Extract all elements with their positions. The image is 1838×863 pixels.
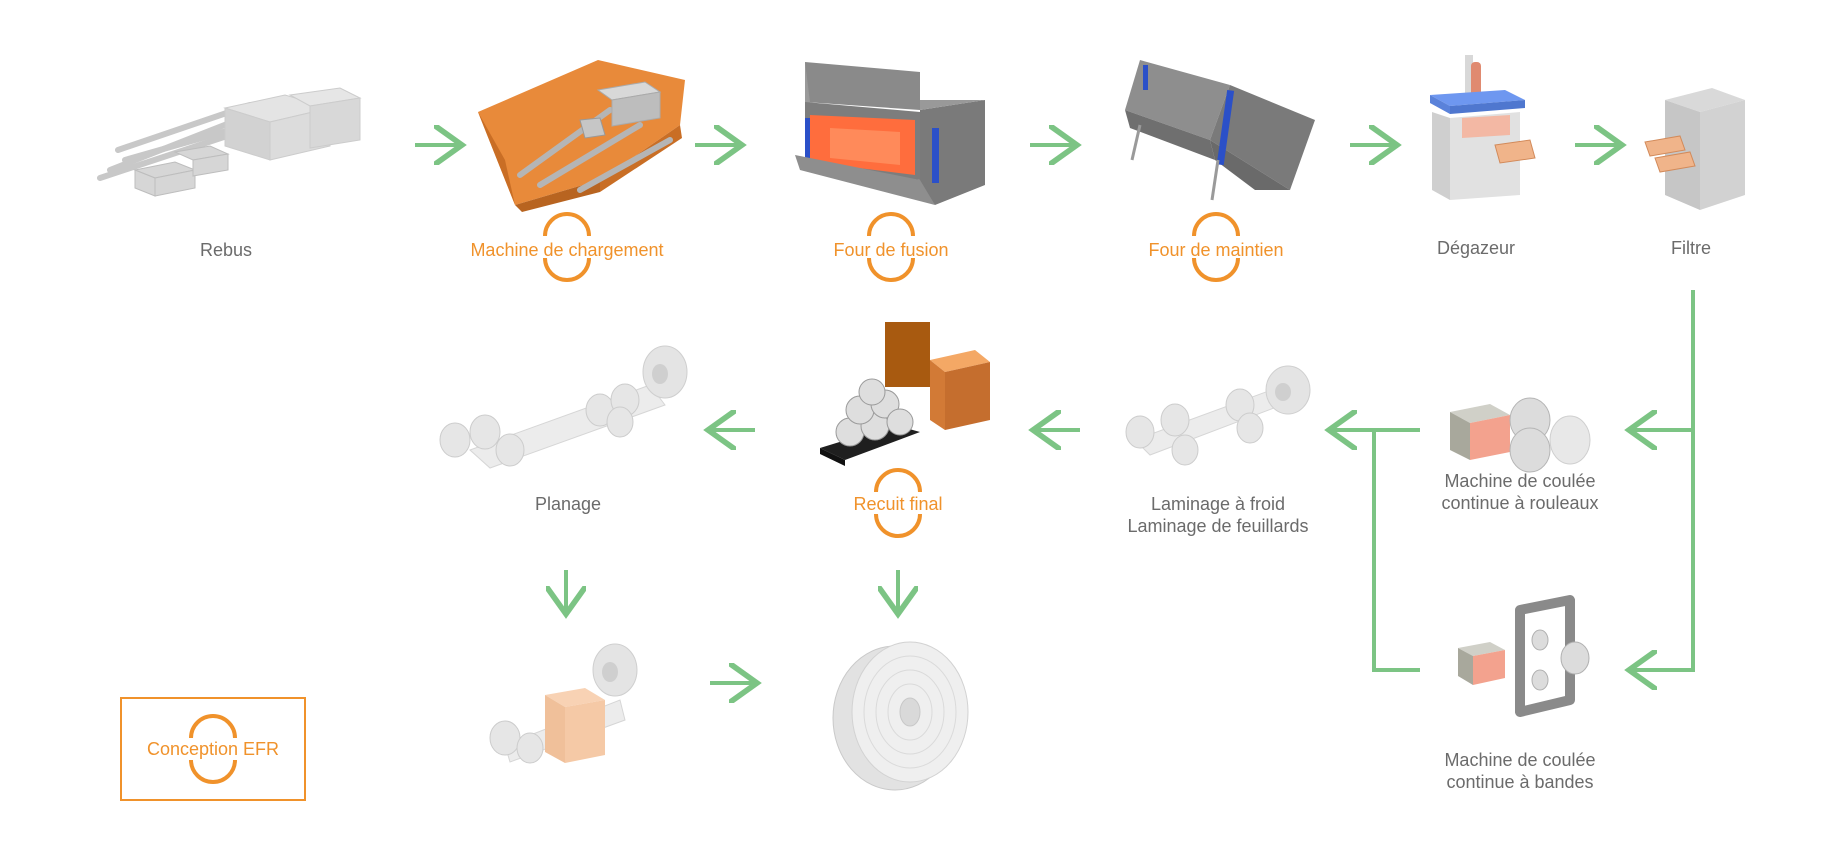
- label-recuit-final: Recuit final: [853, 494, 943, 514]
- efr-ring-recuit-bottom: [874, 513, 922, 538]
- flow-arrows: [415, 145, 1618, 683]
- belt-caster-illustration: [1458, 595, 1590, 717]
- twin-roll-caster-illustration: [1450, 397, 1591, 473]
- leveling-illustration: [439, 345, 688, 469]
- efr-ring-maintien-top: [1192, 212, 1240, 237]
- label-coulee-bandes: Machine de coulée continue à bandes: [1410, 749, 1630, 793]
- leveler-tension-illustration: [489, 643, 638, 764]
- efr-ring-fusion-top: [867, 212, 915, 237]
- label-coulee-rouleaux: Machine de coulée continue à rouleaux: [1410, 470, 1630, 514]
- label-coulee-rouleaux-line1: Machine de coulée: [1444, 471, 1596, 491]
- efr-ring-legend-bottom: [189, 759, 237, 784]
- label-filtre: Filtre: [1671, 238, 1711, 258]
- efr-legend-box: Conception EFR: [120, 697, 306, 801]
- label-four-maintien: Four de maintien: [1148, 240, 1284, 260]
- degasser-illustration: [1430, 55, 1536, 200]
- final-annealing-illustration: [820, 322, 990, 466]
- label-coulee-bandes-line2: continue à bandes: [1446, 772, 1594, 792]
- label-coulee-rouleaux-line2: continue à rouleaux: [1441, 493, 1599, 513]
- cold-rolling-illustration: [1125, 365, 1311, 466]
- charging-machine-illustration: [478, 60, 685, 212]
- melting-furnace-illustration: [795, 62, 985, 205]
- efr-ring-legend-top: [189, 714, 237, 739]
- label-rebus: Rebus: [199, 240, 253, 260]
- label-laminage-line1: Laminage à froid: [1150, 494, 1286, 514]
- label-laminage-line2: Laminage de feuillards: [1127, 516, 1309, 536]
- label-laminage: Laminage à froid Laminage de feuillards: [1098, 493, 1338, 537]
- efr-legend-label: Conception EFR: [146, 739, 280, 759]
- efr-ring-maintien-bottom: [1192, 257, 1240, 282]
- scrap-illustration: [97, 87, 362, 197]
- efr-ring-fusion-bottom: [867, 257, 915, 282]
- connector-arrowheads: [1333, 430, 1660, 670]
- holding-furnace-illustration: [1125, 60, 1315, 201]
- label-degazeur: Dégazeur: [1436, 238, 1516, 258]
- label-planage: Planage: [534, 494, 602, 514]
- efr-rings: [189, 212, 1240, 784]
- efr-ring-chargement-bottom: [543, 257, 591, 282]
- efr-ring-recuit-top: [874, 468, 922, 493]
- label-four-fusion: Four de fusion: [833, 240, 949, 260]
- filter-illustration: [1644, 88, 1745, 210]
- label-machine-chargement: Machine de chargement: [470, 240, 664, 260]
- efr-ring-chargement-top: [543, 212, 591, 237]
- foil-coil-illustration: [832, 641, 969, 791]
- label-coulee-bandes-line1: Machine de coulée: [1444, 750, 1596, 770]
